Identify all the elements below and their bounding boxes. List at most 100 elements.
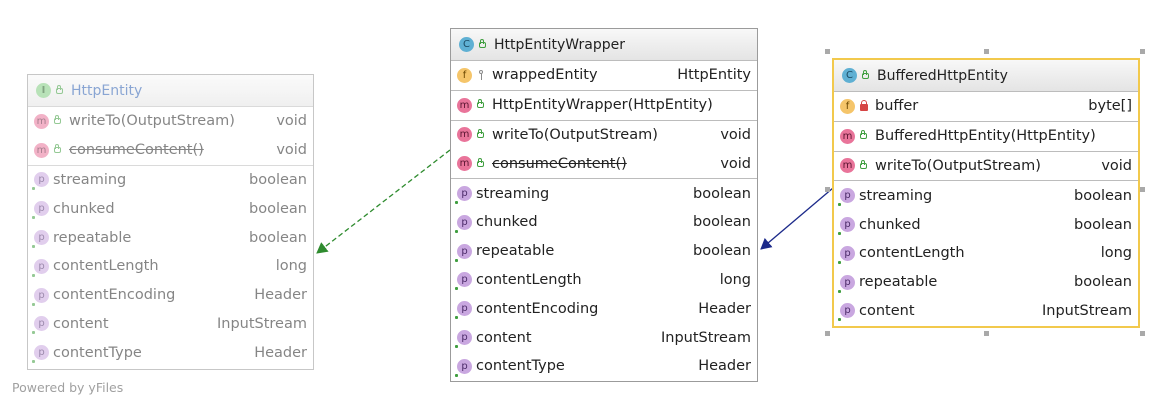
method-row[interactable]: m writeTo(OutputStream) void bbox=[451, 121, 757, 150]
property-icon: p bbox=[457, 330, 472, 346]
http-entity-wrapper-node[interactable]: C HttpEntityWrapper f wrappedEntity Http… bbox=[450, 28, 758, 382]
resize-handle[interactable] bbox=[984, 49, 989, 54]
field-type: HttpEntity bbox=[677, 67, 751, 84]
property-name: contentEncoding bbox=[476, 300, 599, 317]
method-row-deprecated[interactable]: m consumeContent() void bbox=[28, 136, 313, 165]
method-type: void bbox=[276, 142, 307, 159]
http-entity-title: HttpEntity bbox=[71, 82, 143, 99]
property-icon: p bbox=[34, 230, 49, 246]
property-type: Header bbox=[698, 300, 751, 317]
property-icon: p bbox=[34, 201, 49, 217]
resize-handle[interactable] bbox=[1140, 49, 1145, 54]
property-type: boolean bbox=[1074, 274, 1132, 291]
property-type: Header bbox=[254, 344, 307, 361]
property-type: boolean bbox=[693, 214, 751, 231]
method-row[interactable]: m writeTo(OutputStream) void bbox=[834, 152, 1138, 181]
property-icon: p bbox=[457, 272, 472, 288]
constructor-name: BufferedHttpEntity(HttpEntity) bbox=[875, 128, 1096, 145]
public-visibility-icon bbox=[53, 115, 63, 127]
private-lock-icon bbox=[859, 100, 869, 112]
property-type: InputStream bbox=[216, 315, 307, 332]
property-icon: p bbox=[34, 258, 49, 274]
method-name: writeTo(OutputStream) bbox=[492, 126, 658, 143]
buffered-constructors: m BufferedHttpEntity(HttpEntity) bbox=[834, 122, 1138, 152]
method-icon: m bbox=[457, 156, 472, 172]
property-icon: p bbox=[457, 214, 472, 230]
property-icon: p bbox=[457, 358, 472, 374]
field-row[interactable]: f buffer byte[] bbox=[834, 92, 1138, 121]
property-icon: p bbox=[840, 274, 855, 290]
property-name: streaming bbox=[476, 185, 550, 202]
http-entity-header: I HttpEntity bbox=[28, 75, 313, 107]
buffered-http-entity-header: C BufferedHttpEntity bbox=[834, 60, 1138, 92]
resize-handle[interactable] bbox=[1140, 187, 1145, 192]
method-type: void bbox=[1101, 157, 1132, 174]
property-type: long bbox=[1100, 245, 1132, 262]
resize-handle[interactable] bbox=[825, 49, 830, 54]
property-icon: p bbox=[457, 186, 472, 202]
property-name: repeatable bbox=[476, 243, 555, 260]
resize-handle[interactable] bbox=[984, 331, 989, 336]
extends-edge[interactable] bbox=[760, 187, 834, 250]
property-name: contentEncoding bbox=[53, 287, 176, 304]
method-icon: m bbox=[34, 142, 49, 158]
resize-handle[interactable] bbox=[825, 187, 830, 192]
field-icon: f bbox=[840, 98, 855, 114]
property-type: long bbox=[275, 258, 307, 275]
property-name: repeatable bbox=[53, 229, 132, 246]
property-icon: p bbox=[34, 287, 49, 303]
public-visibility-icon bbox=[476, 157, 486, 170]
property-icon: p bbox=[34, 345, 49, 361]
wrapper-constructors: m HttpEntityWrapper(HttpEntity) bbox=[451, 91, 757, 121]
method-type: void bbox=[720, 155, 751, 172]
field-row[interactable]: f wrappedEntity HttpEntity bbox=[451, 61, 757, 90]
wrapper-fields: f wrappedEntity HttpEntity bbox=[451, 61, 757, 91]
property-name: contentLength bbox=[53, 258, 159, 275]
field-type: byte[] bbox=[1088, 98, 1132, 115]
method-row-deprecated[interactable]: m consumeContent() void bbox=[451, 149, 757, 178]
constructor-row[interactable]: m HttpEntityWrapper(HttpEntity) bbox=[451, 91, 757, 120]
property-type: boolean bbox=[693, 243, 751, 260]
property-type: boolean bbox=[249, 171, 307, 188]
method-row[interactable]: m writeTo(OutputStream) void bbox=[28, 107, 313, 136]
property-name: streaming bbox=[53, 171, 127, 188]
constructor-row[interactable]: m BufferedHttpEntity(HttpEntity) bbox=[834, 122, 1138, 151]
property-icon: p bbox=[840, 217, 855, 233]
implements-edge[interactable] bbox=[316, 149, 451, 254]
method-icon: m bbox=[457, 97, 472, 113]
property-icon: p bbox=[34, 172, 49, 188]
http-entity-node[interactable]: I HttpEntity m writeTo(OutputStream) voi… bbox=[27, 74, 314, 370]
property-name: chunked bbox=[859, 216, 921, 233]
class-icon: C bbox=[842, 68, 857, 83]
resize-handle[interactable] bbox=[825, 331, 830, 336]
public-visibility-icon bbox=[476, 99, 486, 111]
method-icon: m bbox=[34, 113, 49, 129]
property-icon: p bbox=[457, 301, 472, 317]
resize-handle[interactable] bbox=[1140, 331, 1145, 336]
public-visibility-icon bbox=[55, 84, 65, 97]
field-icon: f bbox=[457, 67, 472, 83]
buffered-http-entity-node[interactable]: C BufferedHttpEntity f buffer byte[] m B… bbox=[832, 58, 1140, 328]
property-icon: p bbox=[34, 316, 49, 332]
